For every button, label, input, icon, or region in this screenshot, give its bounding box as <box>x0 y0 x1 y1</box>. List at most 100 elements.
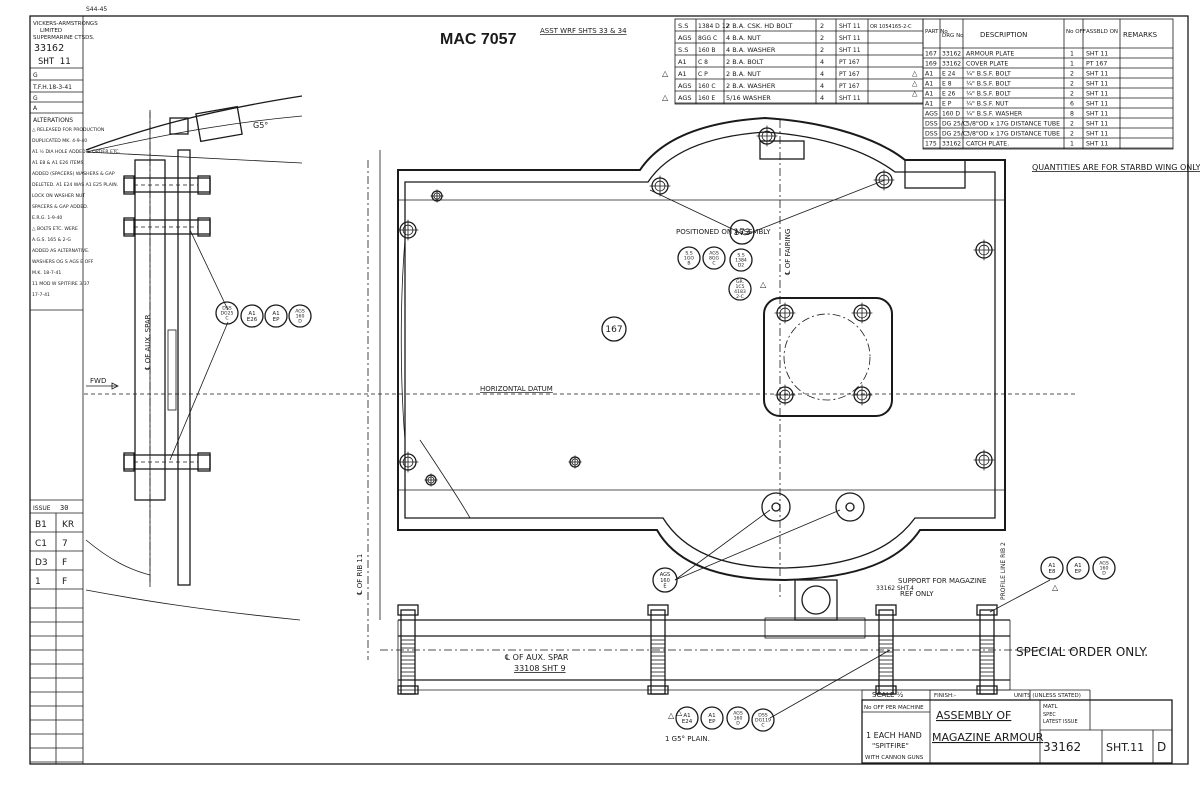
main-row-drg: 160 D <box>942 111 960 118</box>
callout-a1-ep-text: A1 <box>272 311 279 317</box>
upper-row-drg: 160 E <box>698 95 715 102</box>
upper-row-desc: 2 B.A. BOLT <box>726 58 763 66</box>
aux-spar-vertical: ℄ OF AUX. SPAR <box>144 314 152 370</box>
hdr-drg: DRG No <box>942 33 964 39</box>
strip-bolts <box>397 604 998 695</box>
bolt-head <box>774 302 796 324</box>
main-row-desc: ¼" B.S.F. BOLT <box>966 91 1011 98</box>
main-row-part: AGS <box>925 111 938 118</box>
bolt-head <box>397 451 419 473</box>
callout-a1-e26-text: A1 <box>248 311 255 317</box>
bolt-head <box>973 239 995 261</box>
callout-ags-160e-text: 160 <box>660 578 670 584</box>
bolt-head <box>424 473 438 487</box>
revision-triangle-icon: △ <box>668 711 675 720</box>
callout-gr-4183-text: 2-C <box>736 294 744 300</box>
left-section-view: G5° ℄ OF AUX. SPAR FWD <box>84 95 1075 621</box>
left-sheet-no: 33162 <box>34 43 64 54</box>
callout-ags-160d-right-text: AGS <box>1099 561 1109 567</box>
alteration-note: 11 MOD W SPITFIRE 3/37 <box>32 281 90 287</box>
code-1: G <box>33 72 38 79</box>
upper-row-mark: △ <box>662 69 669 78</box>
main-row-assbld: SHT 11 <box>1086 131 1108 138</box>
alteration-note: DUPLICATED MK. 4-9-40 <box>32 138 87 144</box>
alteration-note: △ RELEASED FOR PRODUCTION <box>32 127 104 133</box>
issue-initials: F <box>62 558 67 568</box>
alteration-note: A1 E8 & A1 E26 ITEMS <box>32 160 84 166</box>
callout-ss-160b-text: B <box>687 261 690 267</box>
alteration-note: DELETED. A1 E24 WAS A1 E25 PLAIN. <box>32 182 118 188</box>
cover-plate <box>763 297 893 417</box>
upper-row-assbld: PT 167 <box>839 83 860 90</box>
callout-dss-dg25-text: C <box>225 316 228 322</box>
main-row-drg: 33162 <box>942 61 961 68</box>
callout-dss-dg119-text: DG119 <box>755 718 771 724</box>
main-row-assbld: SHT 11 <box>1086 121 1108 128</box>
special-order: SPECIAL ORDER ONLY. <box>1016 645 1148 659</box>
tb-spec: SPEC <box>1043 712 1056 718</box>
main-row-part: A1 <box>925 71 933 78</box>
support-label: SUPPORT FOR MAGAZINE <box>898 577 986 585</box>
bolt-head <box>756 125 778 147</box>
alteration-note: A1 ½ DIA HOLE ADDED & ORDER ETC. <box>32 148 120 155</box>
alteration-note: △ BOLTS ETC. WERE <box>32 226 78 232</box>
issue-code: D3 <box>35 558 48 568</box>
upper-row-drg: 1384 D 12 <box>698 23 730 30</box>
title-block: No OFF PER MACHINE 1 EACH HAND "SPITFIRE… <box>861 689 1173 764</box>
issue-code: C1 <box>35 539 47 549</box>
alteration-note: WASHERS OG S AGS E OFF <box>32 259 94 265</box>
upper-row-part: A1 <box>678 70 687 78</box>
upper-row-part: AGS <box>678 82 692 90</box>
alteration-note: M.K. 18-7-41 <box>32 270 61 276</box>
callout-ss-1384-text: D2 <box>738 263 745 269</box>
callout-167-text: 167 <box>605 325 622 335</box>
main-row-noff: 2 <box>1070 71 1074 78</box>
callout-a1-e8-text: A1 <box>1048 563 1055 569</box>
main-row-drg: E 26 <box>942 91 956 98</box>
bolt-head <box>568 455 582 469</box>
upper-row-assbld: SHT 11 <box>839 95 861 102</box>
callout-a1-ep-right-text: EP <box>1075 569 1082 575</box>
main-row-noff: 8 <box>1070 111 1074 118</box>
main-row-desc: ¼" B.S.F. WASHER <box>966 111 1023 118</box>
callout-ags-160d-bottom-text: 160 <box>734 716 743 722</box>
callout-a1-ep-text: EP <box>273 317 280 323</box>
upper-row-drg: 160 B <box>698 47 715 54</box>
revision-triangle-icon: △ <box>676 708 683 717</box>
upper-row-desc: 4 B.A. NUT <box>726 34 761 42</box>
main-row-part: A1 <box>925 101 933 108</box>
issue-code: 1 <box>35 577 41 587</box>
tb-noff-value: 1 EACH HAND <box>866 731 922 740</box>
upper-row-part: A1 <box>678 58 687 66</box>
callout-ags-8gg-text: AGS <box>709 251 719 257</box>
tb-sheet: SHT.11 <box>1106 741 1144 754</box>
spar-bolt <box>875 604 897 695</box>
issue-initials: KR <box>62 520 74 530</box>
callout-ags-160d-right-text: 160 <box>1100 566 1109 572</box>
main-parts-table: PART No DRG No DESCRIPTION No OFF ASSBLD… <box>912 18 1174 150</box>
upper-row-part: AGS <box>678 94 692 102</box>
upper-row-drg: 160 C <box>698 83 716 90</box>
callout-a1-ep-right-text: A1 <box>1074 563 1081 569</box>
aux-spar-view: ℄ OF AUX. SPAR 33108 SHT 9 33162 SHT.4 S… <box>380 542 1148 743</box>
callout-ss-160b-text: S.S <box>685 251 692 257</box>
bolt-head <box>851 302 873 324</box>
hdr-desc: DESCRIPTION <box>980 31 1027 39</box>
code-3: G <box>33 95 38 102</box>
revision-triangle-icon: △ <box>912 80 918 88</box>
callout-dss-dg25-text: DG25 <box>221 311 234 317</box>
through-bolt <box>123 452 211 472</box>
issue-title: ISSUE <box>33 505 51 512</box>
callout-ss-1384-text: 1384 <box>735 258 747 264</box>
main-row-noff: 2 <box>1070 121 1074 128</box>
upper-row-drg: 8GG C <box>698 35 717 42</box>
revision-triangle-icon: △ <box>912 70 918 78</box>
